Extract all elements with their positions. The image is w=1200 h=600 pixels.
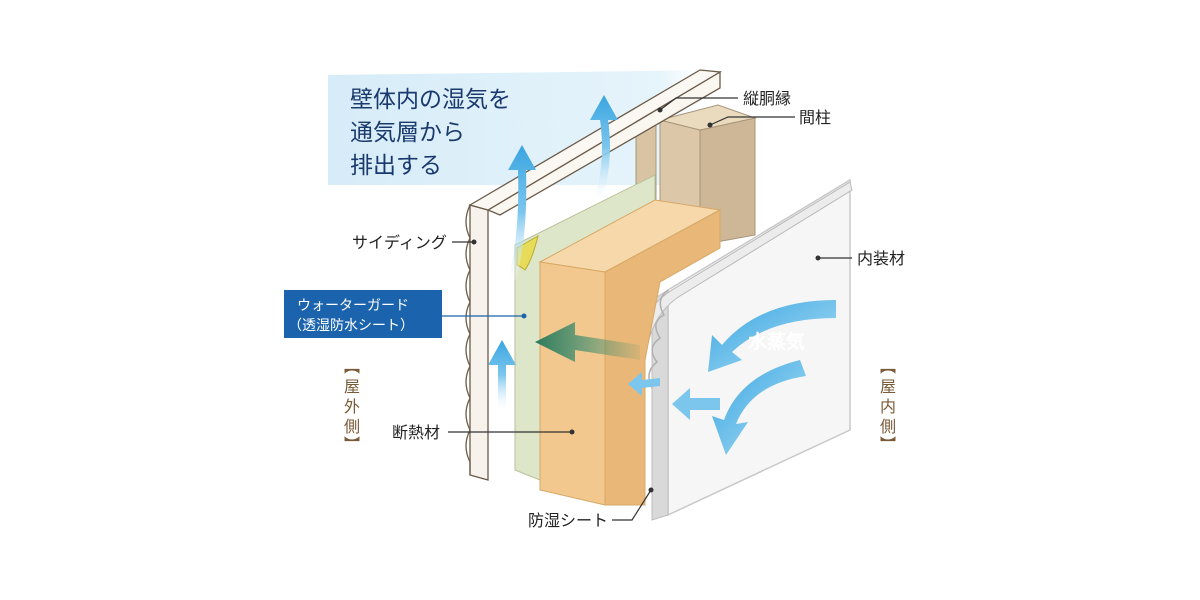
label-dannetsuzai: 断熱材: [392, 423, 440, 442]
svg-text:︻: ︻: [344, 357, 360, 376]
svg-text:︼: ︼: [344, 435, 360, 454]
svg-text:屋: 屋: [344, 377, 360, 396]
label-boushitsu-sheet: 防湿シート: [528, 511, 608, 530]
callout-line-3: 排出する: [350, 153, 442, 179]
label-tatedobuchi: 縦胴縁: [743, 89, 791, 108]
svg-text:外: 外: [344, 397, 360, 416]
callout-line-2: 通気層から: [350, 120, 465, 146]
svg-text:︼: ︼: [880, 435, 896, 454]
label-water-guard-line2: （透湿防水シート）: [288, 318, 414, 334]
svg-text:︻: ︻: [880, 357, 896, 376]
callout-line-1: 壁体内の湿気を: [350, 87, 511, 113]
svg-text:内: 内: [880, 397, 896, 416]
outside-side-label: ︻ 屋 外 側 ︼: [344, 357, 360, 454]
inside-side-label: ︻ 屋 内 側 ︼: [880, 357, 896, 454]
label-siding: サイディング: [352, 233, 447, 252]
svg-text:側: 側: [880, 417, 896, 436]
svg-text:屋: 屋: [880, 377, 896, 396]
up-arrow-icon: [488, 340, 516, 410]
water-vapor-label: 水蒸気: [748, 330, 805, 353]
label-water-guard-line1: ウォーターガード: [297, 298, 409, 314]
insulation-front: [540, 262, 605, 505]
siding-board-front: [470, 205, 488, 480]
label-naisouzai: 内装材: [857, 249, 905, 268]
label-mabashira: 間柱: [799, 108, 831, 127]
svg-text:側: 側: [344, 417, 360, 436]
